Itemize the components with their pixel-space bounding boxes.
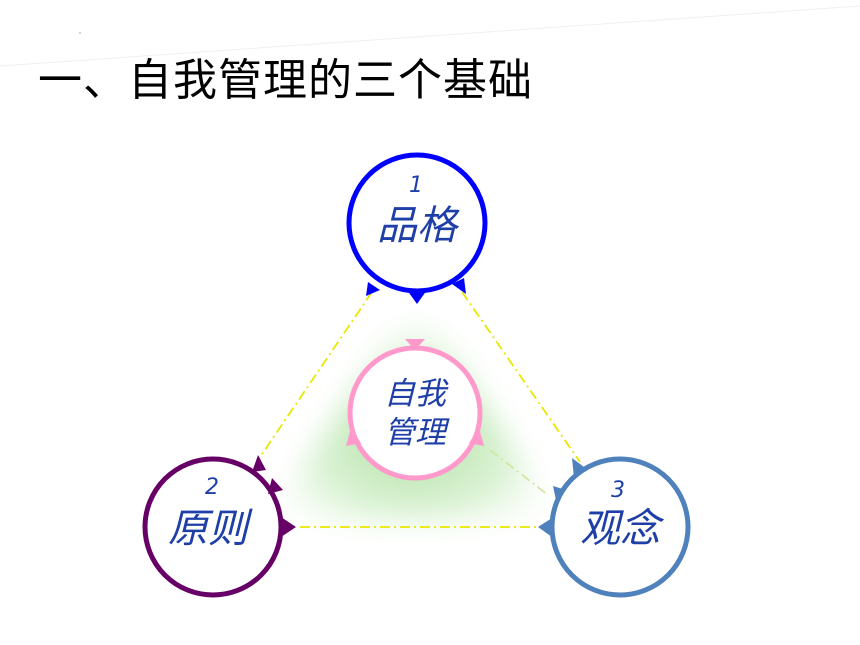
- arrow-left-upper: [268, 478, 283, 494]
- node-concept-label: 观念: [580, 506, 665, 552]
- header-decoration-line: [0, 5, 860, 67]
- arrow-right-top: [572, 458, 588, 478]
- node-character-number: 1: [409, 173, 423, 198]
- arrow-left-right: [281, 517, 296, 537]
- node-principle-number: 2: [205, 475, 219, 500]
- node-principle-label: 原则: [168, 506, 253, 552]
- page-title: 一、自我管理的三个基础: [38, 55, 533, 106]
- node-character: 1 品格: [346, 152, 488, 304]
- center-node: 自我 管理: [346, 339, 484, 481]
- center-label-line2: 管理: [384, 415, 450, 451]
- arrow-right-upper: [553, 486, 566, 500]
- connector-top-left: [257, 291, 373, 461]
- node-concept-number: 3: [611, 478, 625, 503]
- center-arrow-top: [405, 339, 425, 350]
- arrow-right-left: [538, 518, 552, 537]
- node-character-label: 品格: [377, 203, 460, 249]
- node-principle: 2 原则: [142, 455, 296, 598]
- center-arrow-right: [469, 428, 484, 446]
- arrow-left-top: [252, 455, 266, 472]
- connector-top-right: [461, 291, 581, 463]
- arrow-top-center: [407, 290, 427, 304]
- connector-center-right: [489, 449, 549, 496]
- center-label-line1: 自我: [384, 376, 449, 412]
- arrow-top-right: [452, 278, 466, 294]
- connector-lines: [257, 291, 581, 528]
- arrow-top-left: [366, 282, 380, 296]
- center-arrow-left: [346, 428, 361, 446]
- node-concept: 3 观念: [538, 456, 691, 598]
